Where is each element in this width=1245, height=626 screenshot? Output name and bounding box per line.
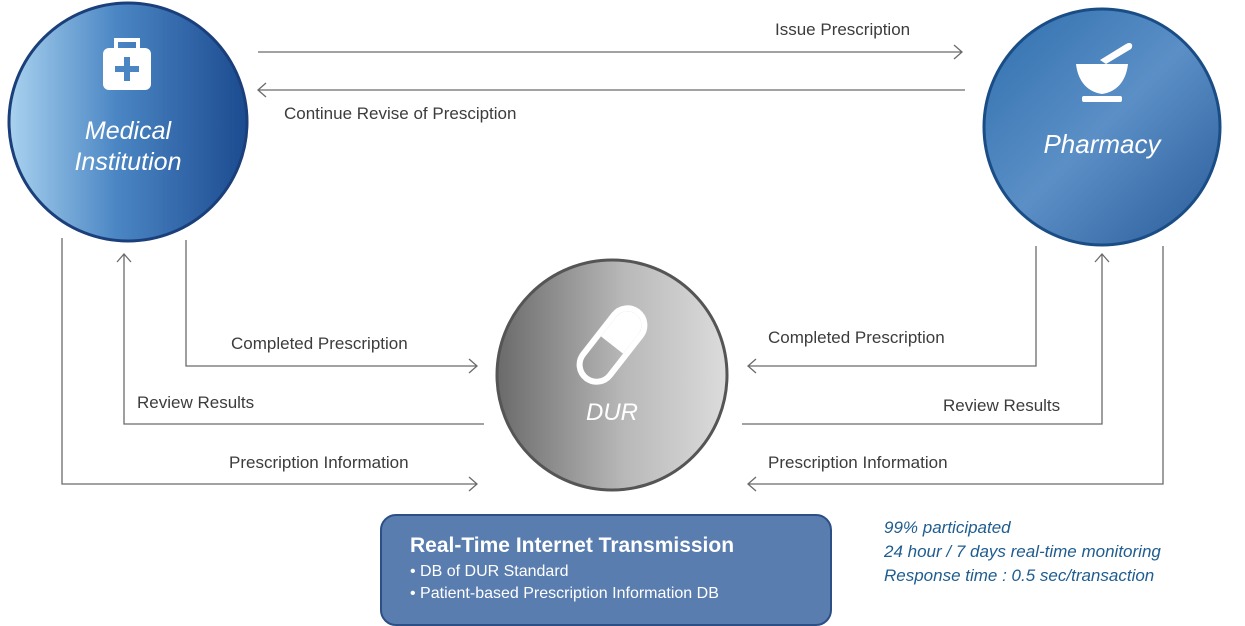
edge-label-info-right: Prescription Information xyxy=(768,453,948,472)
node-medical-institution xyxy=(7,1,249,243)
edge-label-completed-right: Completed Prescription xyxy=(768,328,945,347)
edge-label-issue-prescription: Issue Prescription xyxy=(775,20,911,39)
connectors xyxy=(61,44,1164,492)
medical-institution-label: Medical Institution xyxy=(28,116,228,179)
stat-participation: 99% participated xyxy=(884,518,1011,537)
medical-kit-icon xyxy=(103,38,151,90)
mortar-pestle-icon xyxy=(1076,42,1133,102)
edge-continue-revise xyxy=(257,82,965,98)
edge-label-review-right: Review Results xyxy=(943,396,1061,415)
transmission-info-box: Real-Time Internet Transmission • DB of … xyxy=(380,514,832,626)
stat-response-time: Response time : 0.5 sec/transaction xyxy=(884,566,1155,585)
dur-label: DUR xyxy=(586,399,638,426)
stat-monitoring: 24 hour / 7 days real-time monitoring xyxy=(884,542,1161,561)
edge-completed-right xyxy=(747,246,1037,374)
edge-review-left xyxy=(116,253,484,425)
node-pharmacy xyxy=(982,7,1222,247)
capsule-icon xyxy=(576,305,648,385)
edge-label-continue-revise: Continue Revise of Presciption xyxy=(284,104,517,123)
node-dur xyxy=(495,258,729,492)
edge-label-review-left: Review Results xyxy=(137,393,255,412)
info-box-item: • DB of DUR Standard xyxy=(410,563,569,580)
edge-completed-left xyxy=(185,240,478,374)
edge-label-info-left: Prescription Information xyxy=(229,453,409,472)
stats-list: 99% participated 24 hour / 7 days real-t… xyxy=(884,516,1161,588)
edge-label-completed-left: Completed Prescription xyxy=(231,334,408,353)
info-box-title: Real-Time Internet Transmission xyxy=(410,534,735,557)
medical-label-line1: Medical xyxy=(84,117,172,145)
edge-info-right xyxy=(747,246,1164,492)
edge-info-left xyxy=(61,238,478,492)
edge-issue-prescription xyxy=(258,44,963,60)
pharmacy-label: Pharmacy xyxy=(1043,129,1161,159)
edge-review-right xyxy=(742,253,1110,425)
info-box-item: • Patient-based Prescription Information… xyxy=(410,585,719,602)
medical-label-line2: Institution xyxy=(74,148,182,177)
